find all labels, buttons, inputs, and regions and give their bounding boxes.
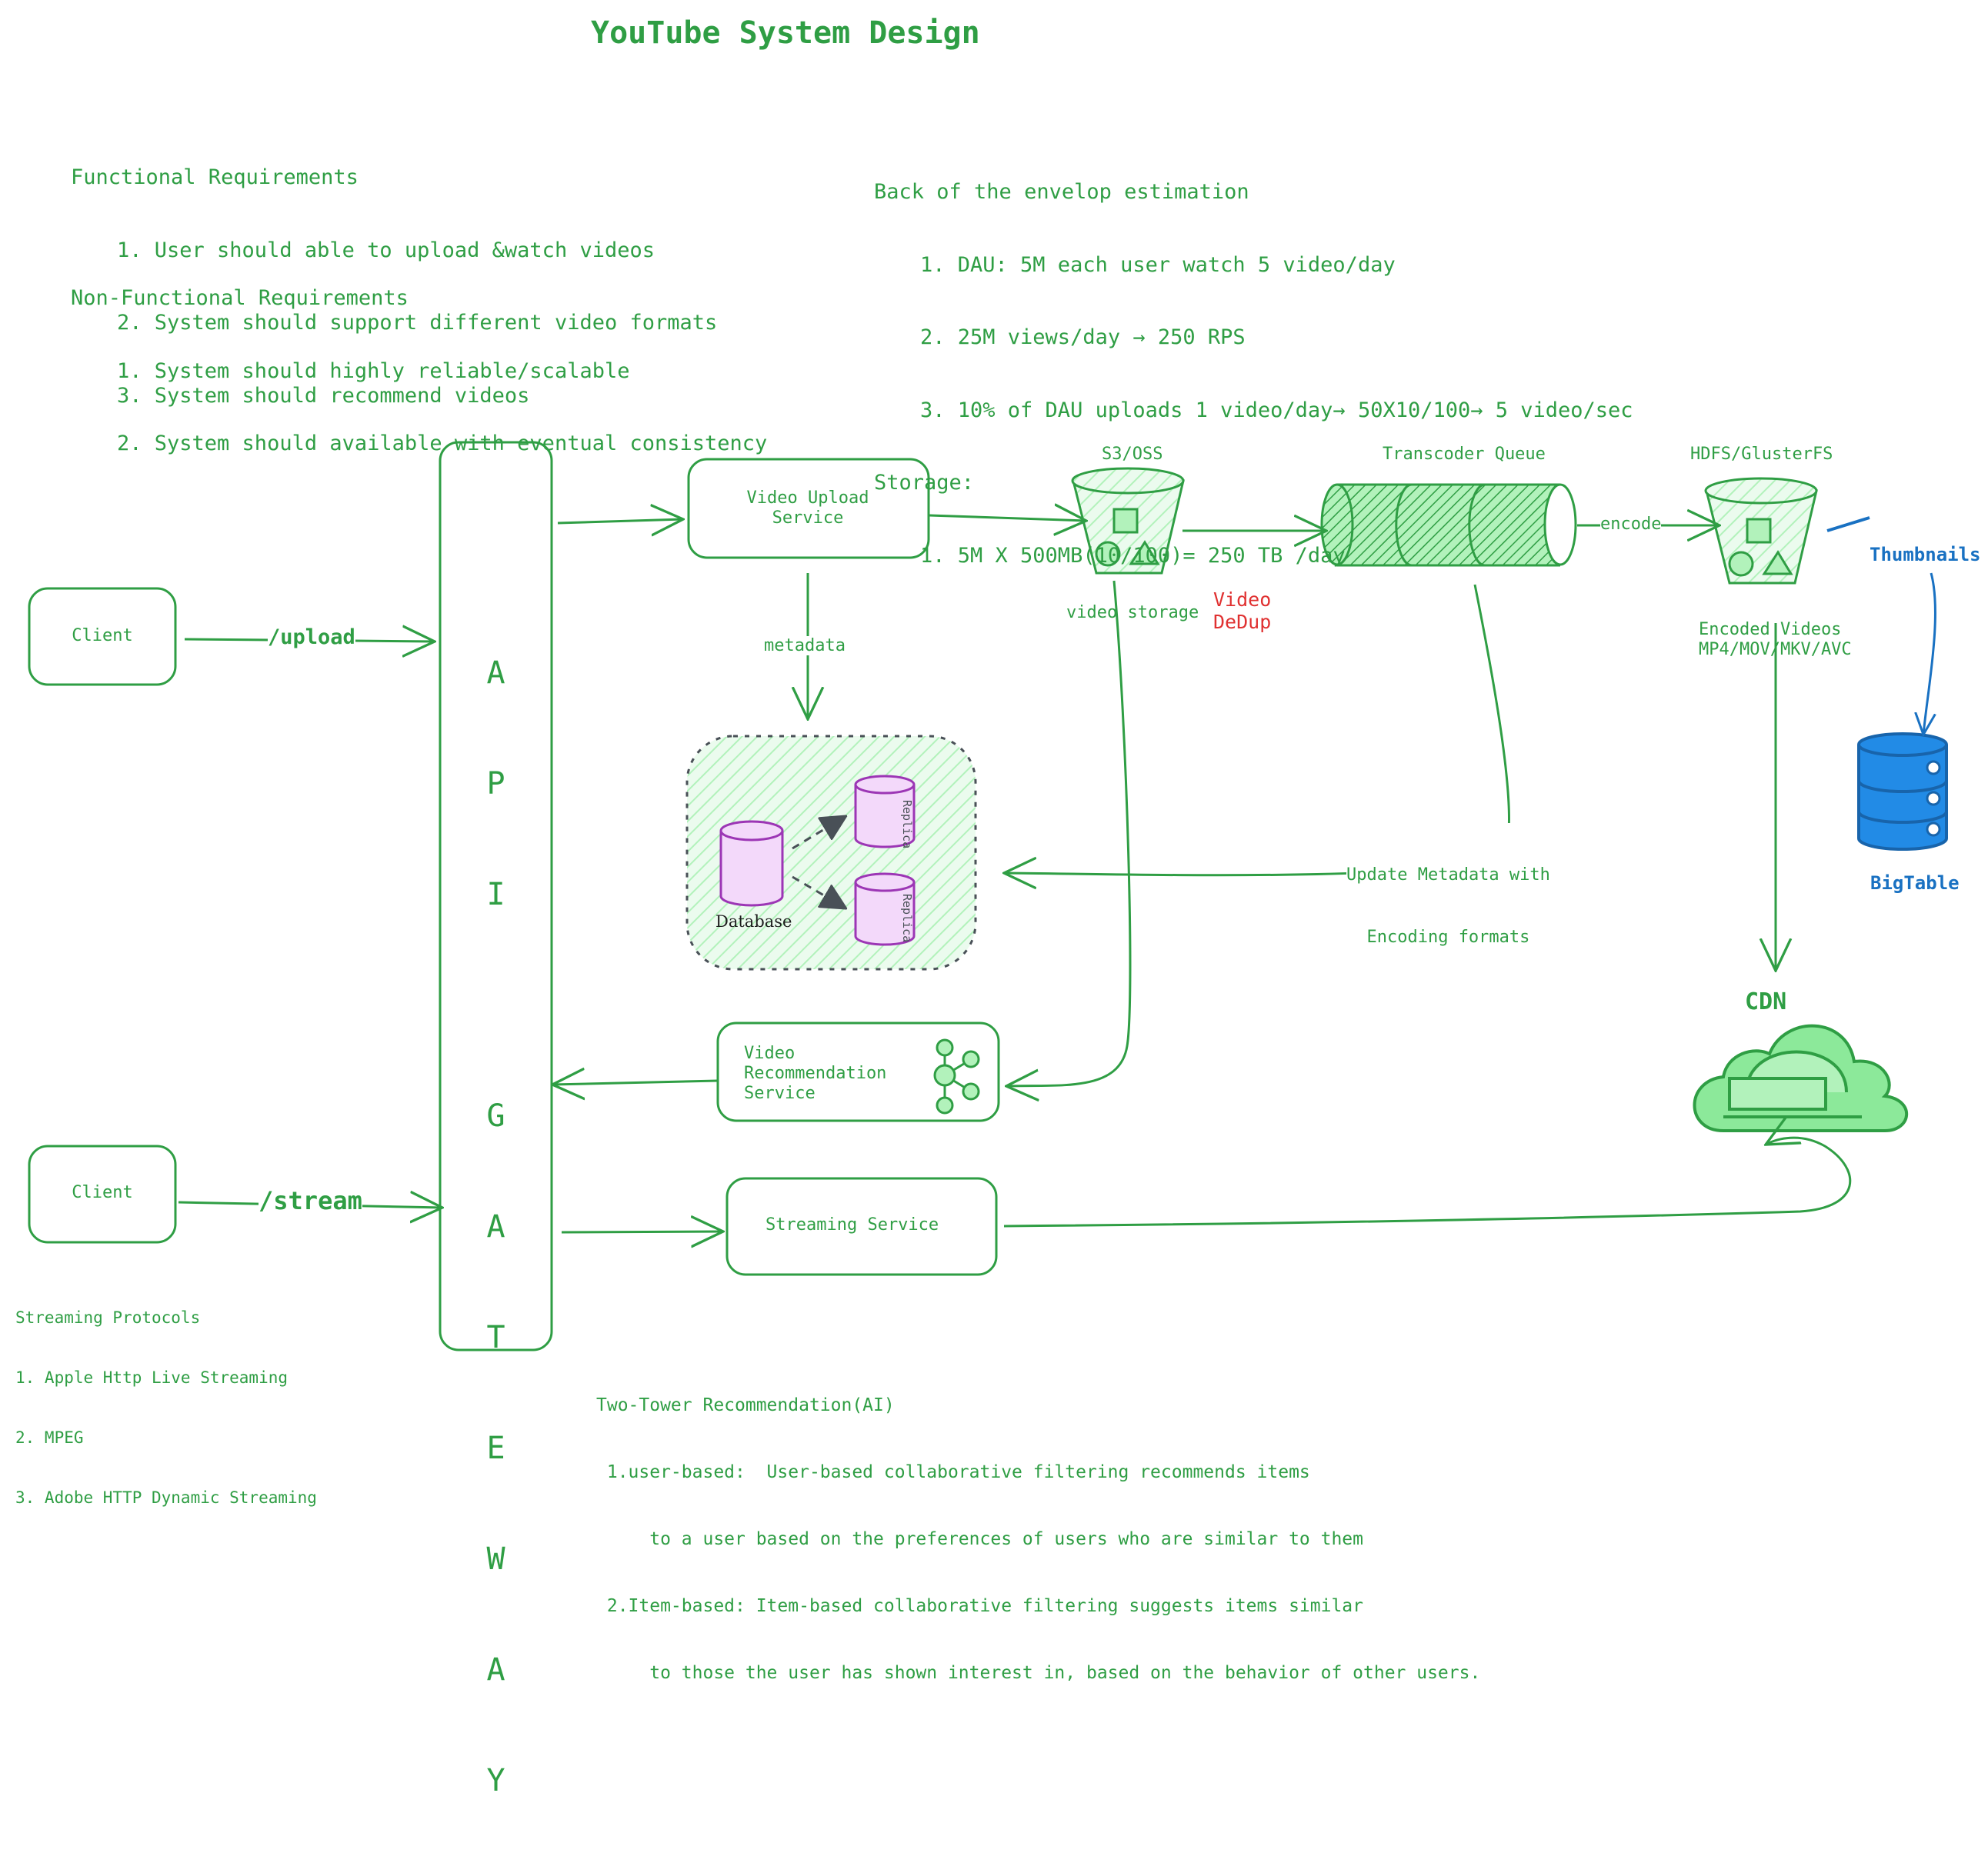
database-label: Database	[715, 912, 792, 931]
storage-heading: Storage:	[874, 471, 975, 495]
estimation-block: Back of the envelop estimation 1. DAU: 5…	[874, 132, 1633, 616]
update-metadata-line: Update Metadata with	[1346, 865, 1550, 885]
estimation-item: 3. 10% of DAU uploads 1 video/day→ 50X10…	[920, 398, 1633, 422]
diagram-canvas: YouTube System Design Functional Require…	[15, 15, 1981, 1798]
functional-requirements: Functional Requirements 1. User should a…	[71, 117, 717, 456]
hdfs-label: HDFS/GlusterFS	[1690, 445, 1833, 464]
gateway-letter: I	[486, 877, 505, 912]
streaming-protocol-item: 3. Adobe HTTP Dynamic Streaming	[15, 1488, 317, 1507]
metadata-edge-label: metadata	[764, 636, 846, 655]
storage-item: 1. 5M X 500MB(10/100)= 250 TB /day	[920, 543, 1346, 568]
bigtable-label: BigTable	[1870, 872, 1960, 894]
recommendation-to-gateway-edge	[552, 1081, 719, 1085]
estimation-item: 2. 25M views/day → 250 RPS	[920, 325, 1246, 349]
transcoder-queue-cylinder[interactable]	[1320, 483, 1577, 567]
hdfs-bucket-icon[interactable]	[1704, 477, 1818, 585]
video-upload-service-label: Video Upload Service	[746, 488, 869, 528]
non-functional-item: 1. System should highly reliable/scalabl…	[117, 358, 630, 383]
replica-label-1: Replica	[900, 800, 914, 849]
recommendation-service-box[interactable]	[716, 1021, 1000, 1122]
two-tower-line: to those the user has shown interest in,…	[596, 1663, 1481, 1683]
replica-cylinder-1	[854, 775, 916, 848]
video-upload-service-box[interactable]	[687, 458, 930, 559]
client-upload-label: Client	[72, 626, 133, 645]
gateway-to-streaming-edge	[561, 1231, 723, 1232]
estimation-item: 1. DAU: 5M each user watch 5 video/day	[920, 252, 1396, 277]
encoded-formats-label: MP4/MOV/MKV/AVC	[1699, 640, 1852, 659]
streaming-protocol-item: 1. Apple Http Live Streaming	[15, 1368, 289, 1387]
streaming-service-box[interactable]	[725, 1177, 998, 1276]
recommendation-service-label: Video Recommendation Service	[744, 1044, 887, 1103]
functional-heading: Functional Requirements	[71, 165, 359, 189]
thumbnails-label: Thumbnails	[1870, 544, 1981, 565]
thumbnails-to-bigtable-edge	[1923, 572, 1936, 735]
replication-arrow-2	[792, 875, 845, 908]
gateway-letter: A	[486, 1209, 505, 1245]
two-tower-line: 1.user-based: User-based collaborative f…	[596, 1462, 1310, 1482]
s3-to-recommendation-edge	[1006, 580, 1132, 1086]
replica-cylinder-2	[854, 872, 916, 946]
functional-item: 2. System should support different video…	[117, 311, 718, 335]
s3-label: S3/OSS	[1102, 445, 1163, 464]
client-upload-box[interactable]	[28, 587, 177, 686]
thumbnail-link-stub	[1826, 516, 1870, 532]
two-tower-heading: Two-Tower Recommendation(AI)	[596, 1395, 895, 1415]
update-metadata-label: Update Metadata with Encoding formats	[1346, 823, 1550, 989]
update-metadata-line: Encoding formats	[1366, 928, 1530, 947]
functional-item: 3. System should recommend videos	[117, 383, 530, 408]
gateway-letter: E	[486, 1431, 505, 1466]
client-stream-label: Client	[72, 1183, 133, 1202]
replica-label-2: Replica	[900, 894, 914, 943]
gateway-letter	[440, 987, 552, 1024]
streaming-protocol-item: 2. MPEG	[15, 1428, 84, 1447]
stream-edge-label: /stream	[259, 1186, 362, 1215]
non-functional-heading: Non-Functional Requirements	[71, 286, 409, 310]
functional-item: 1. User should able to upload &watch vid…	[117, 238, 655, 262]
video-storage-label: video storage	[1066, 603, 1199, 622]
transcoder-queue-label: Transcoder Queue	[1383, 445, 1546, 464]
streaming-protocols: Streaming Protocols 1. Apple Http Live S…	[15, 1268, 317, 1548]
gateway-letter: A	[486, 1652, 505, 1688]
upload-edge-label: /upload	[268, 625, 355, 649]
gateway-letter: P	[486, 766, 505, 802]
upload-to-s3-edge	[929, 515, 1086, 521]
non-functional-item: 2. System should available with eventual…	[117, 432, 768, 455]
gateway-letter: W	[486, 1541, 505, 1577]
api-gateway-label: A P I G A T E W A Y	[440, 581, 552, 1873]
gateway-to-upload-edge	[557, 519, 683, 523]
video-dedup-label: Video DeDup	[1213, 588, 1272, 633]
encoded-videos-label: Encoded Videos	[1699, 620, 1842, 639]
streaming-service-label: Streaming Service	[766, 1215, 939, 1235]
gateway-letter: G	[486, 1098, 505, 1134]
encode-edge-label: encode	[1600, 515, 1662, 534]
streaming-to-cdn-edge	[1003, 1138, 1852, 1228]
database-cylinder	[719, 820, 784, 907]
two-tower-line: 2.Item-based: Item-based collaborative f…	[596, 1596, 1363, 1616]
gateway-letter: T	[486, 1320, 505, 1355]
two-tower-line: to a user based on the preferences of us…	[596, 1529, 1363, 1549]
streaming-protocols-heading: Streaming Protocols	[15, 1308, 201, 1327]
gateway-letter: Y	[486, 1763, 505, 1798]
replication-arrow-1	[792, 817, 845, 850]
two-tower-notes: Two-Tower Recommendation(AI) 1.user-base…	[596, 1350, 1480, 1729]
client-stream-box[interactable]	[28, 1145, 177, 1244]
page-title: YouTube System Design	[591, 15, 980, 51]
cdn-cloud-icon[interactable]	[1693, 1024, 1909, 1132]
estimation-heading: Back of the envelop estimation	[874, 180, 1249, 204]
bigtable-database-icon[interactable]	[1857, 732, 1948, 851]
non-functional-requirements: Non-Functional Requirements 1. System sh…	[71, 238, 767, 505]
api-gateway-box[interactable]	[439, 441, 553, 1351]
diagram-shapes	[28, 441, 1948, 1351]
s3-bucket-icon[interactable]	[1071, 467, 1185, 575]
network-icon	[933, 1038, 980, 1115]
cdn-label: CDN	[1745, 988, 1787, 1015]
gateway-letter: A	[486, 655, 505, 691]
